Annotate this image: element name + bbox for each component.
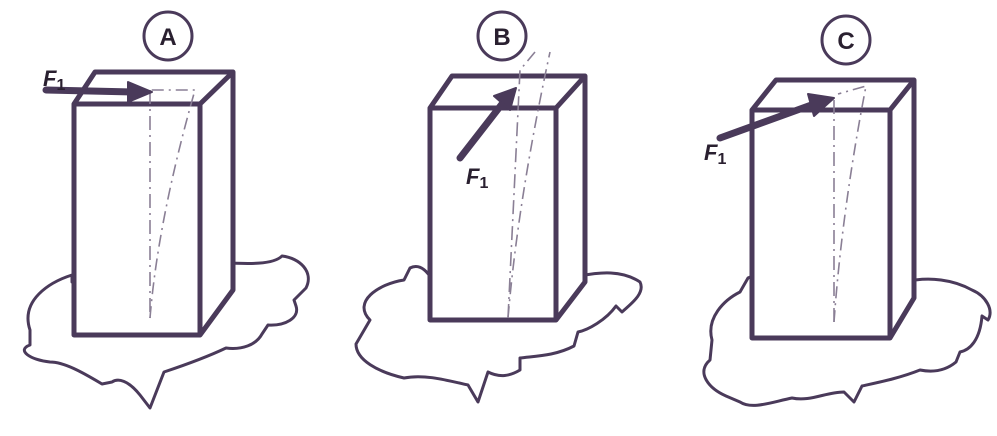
panel-c: C F1 bbox=[702, 14, 992, 407]
panel-b-label: B bbox=[493, 24, 510, 51]
force-subscript-b: 1 bbox=[479, 175, 488, 192]
force-arrowhead-b bbox=[493, 87, 517, 111]
force-arrowhead-c bbox=[807, 93, 835, 117]
force-label-b: F1 bbox=[466, 164, 488, 192]
column-b bbox=[427, 73, 588, 323]
force-symbol-c: F bbox=[704, 140, 718, 165]
column-c-deflected-axis bbox=[833, 84, 868, 323]
force-arrowhead-a bbox=[127, 81, 153, 103]
panel-a-label: A bbox=[159, 24, 176, 51]
column-b-axis bbox=[507, 51, 536, 319]
force-subscript-c: 1 bbox=[717, 151, 726, 168]
panel-b: B F1 bbox=[354, 10, 643, 404]
force-symbol-b: F bbox=[466, 164, 480, 189]
force-label-a: F1 bbox=[43, 66, 65, 94]
force-label-c: F1 bbox=[704, 140, 726, 168]
panel-a-badge bbox=[142, 10, 194, 62]
column-b-deflected-axis bbox=[507, 51, 551, 319]
force-subscript-a: 1 bbox=[56, 77, 65, 94]
force-arrow-c bbox=[716, 100, 818, 142]
panel-c-badge bbox=[820, 14, 872, 66]
column-c bbox=[749, 77, 917, 341]
column-a-deflected-axis bbox=[149, 89, 197, 319]
panel-a: A F1 bbox=[22, 10, 310, 410]
force-arrow-b bbox=[456, 100, 506, 162]
force-symbol-a: F bbox=[43, 66, 57, 91]
panel-b-badge bbox=[476, 10, 528, 62]
force-arrow-a bbox=[42, 86, 136, 96]
panel-c-label: C bbox=[837, 28, 854, 55]
